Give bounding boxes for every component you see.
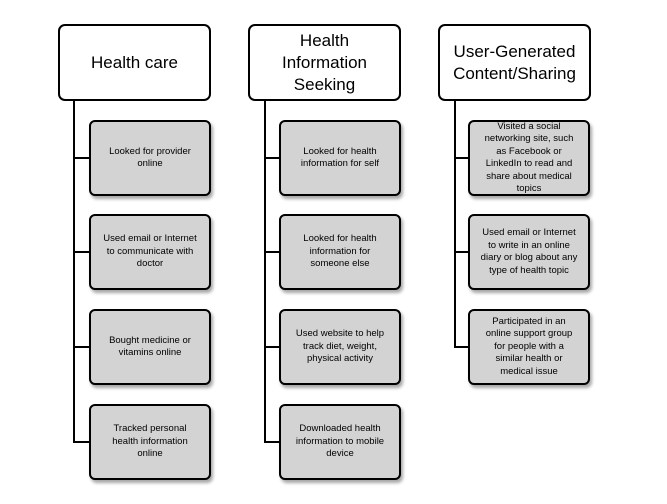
item-box: Looked for provider online [89, 120, 211, 196]
item-label: Tracked personal health information onli… [112, 423, 188, 460]
item-label: Looked for provider online [109, 145, 191, 170]
column-header-health-care: Health care [58, 24, 211, 101]
column-header-label: Health care [91, 52, 178, 72]
column-header-health-information-seeking: Health Information Seeking [248, 24, 401, 101]
item-label: Used email or Internet to write in an on… [480, 227, 578, 276]
item-label: Looked for health information for someon… [303, 233, 377, 270]
item-label: Bought medicine or vitamins online [109, 334, 191, 359]
item-box: Downloaded health information to mobile … [279, 404, 401, 480]
item-box: Used email or Internet to communicate wi… [89, 214, 211, 290]
item-box: Bought medicine or vitamins online [89, 309, 211, 385]
item-label: Used website to help track diet, weight,… [295, 328, 385, 365]
column-header-label: User-Generated Content/Sharing [453, 41, 576, 83]
item-box: Tracked personal health information onli… [89, 404, 211, 480]
item-label: Visited a social networking site, such a… [484, 120, 574, 195]
item-box: Looked for health information for self [279, 120, 401, 196]
column-header-user-generated-content: User-Generated Content/Sharing [438, 24, 591, 101]
item-box: Used email or Internet to write in an on… [468, 214, 590, 290]
column-header-label: Health Information Seeking [281, 30, 368, 94]
item-box: Participated in an online support group … [468, 309, 590, 385]
item-label: Downloaded health information to mobile … [295, 423, 385, 460]
item-box: Used website to help track diet, weight,… [279, 309, 401, 385]
item-box: Visited a social networking site, such a… [468, 120, 590, 196]
item-box: Looked for health information for someon… [279, 214, 401, 290]
item-label: Participated in an online support group … [485, 315, 573, 377]
item-label: Looked for health information for self [300, 145, 380, 170]
item-label: Used email or Internet to communicate wi… [103, 233, 197, 270]
